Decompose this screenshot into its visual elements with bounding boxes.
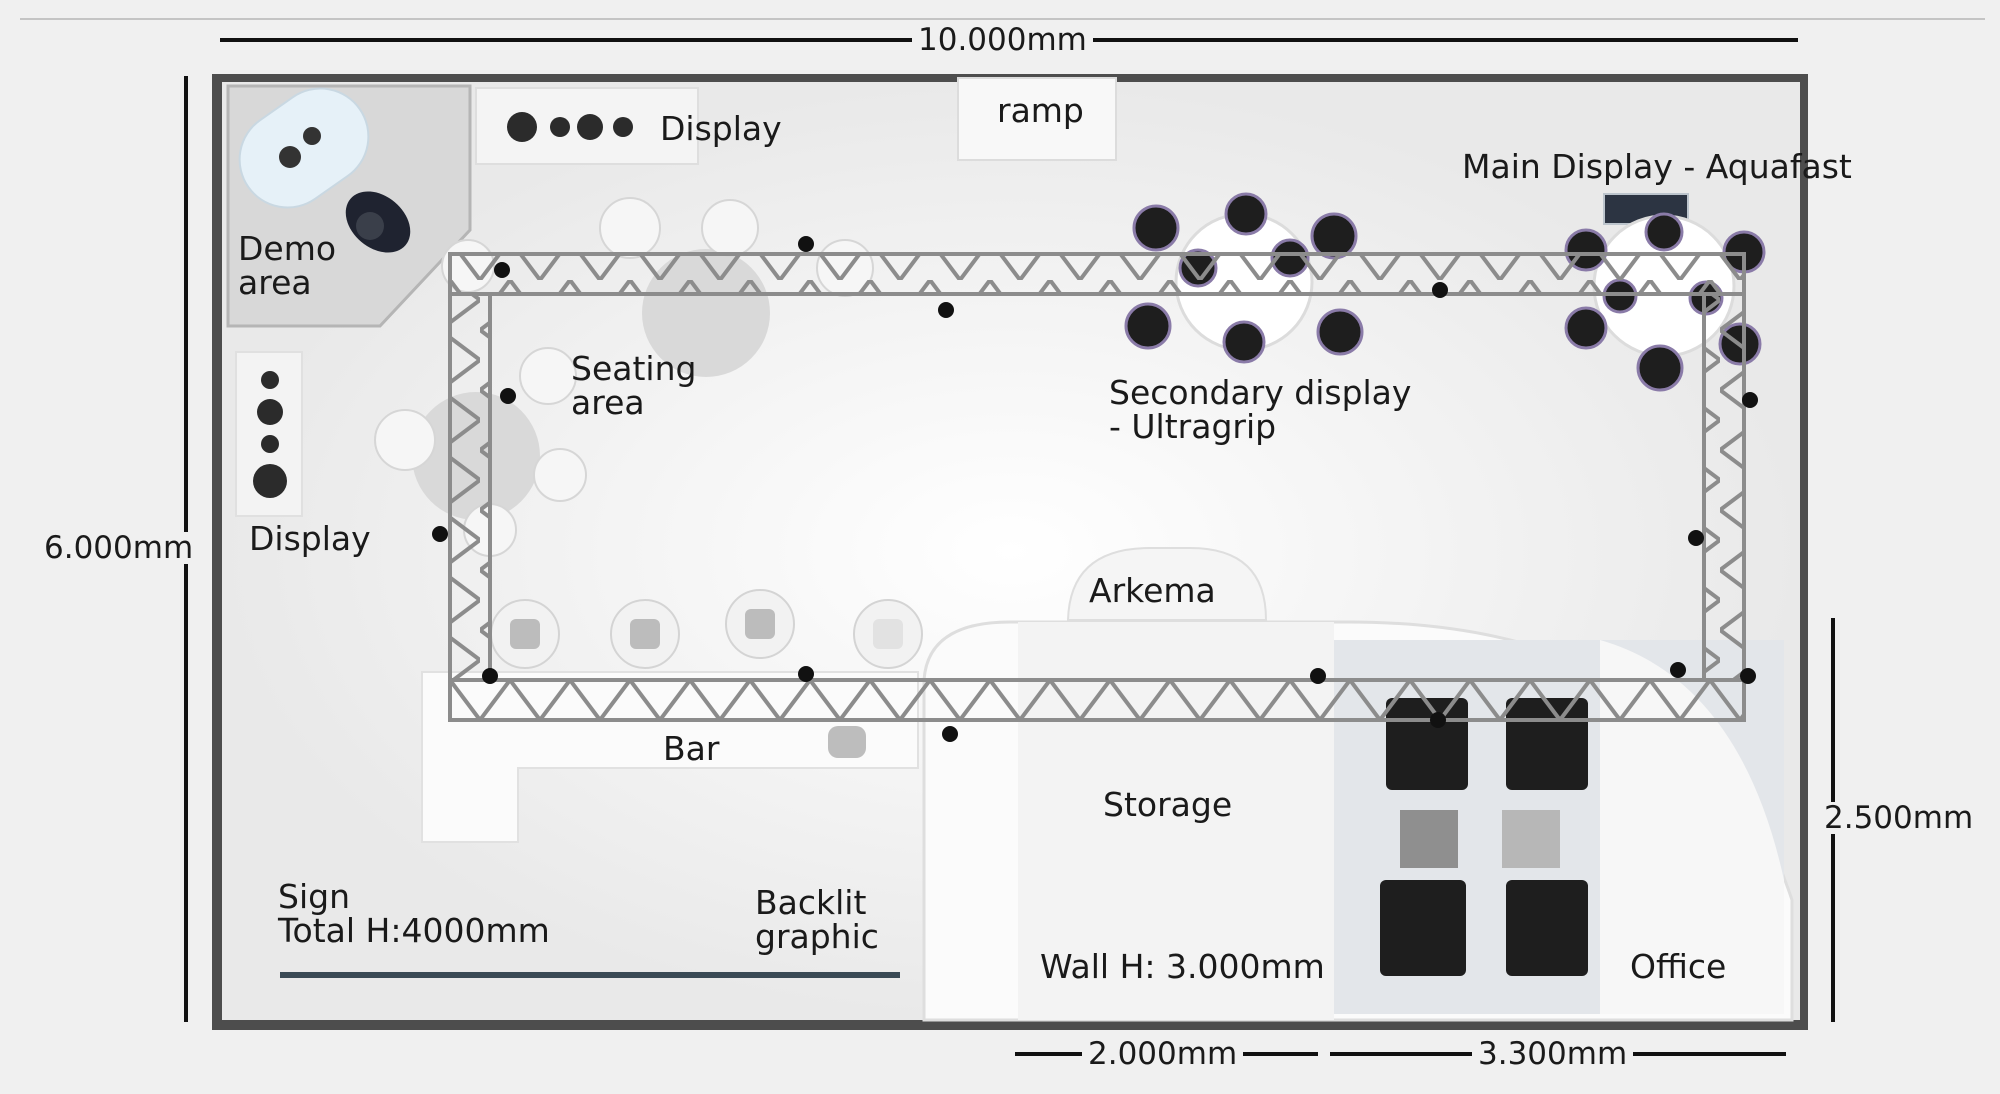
label-secondary-display: Secondary display - Ultragrip: [1109, 373, 1412, 446]
label-storage: Storage: [1103, 785, 1233, 824]
label-seating-area: Seating area: [571, 349, 697, 422]
dimension-storage-width: 2.000mm: [1082, 1038, 1244, 1070]
label-arkema: Arkema: [1089, 571, 1216, 610]
label-office: Office: [1630, 947, 1727, 986]
backlit-graphic-wall: [280, 972, 900, 978]
ramp-area: [957, 77, 1117, 161]
label-demo-area: Demo area: [238, 229, 337, 302]
left-display-tyres: [253, 371, 287, 498]
top-display-tyres: [507, 112, 633, 142]
label-main-display: Main Display - Aquafast: [1462, 147, 1852, 186]
spotlights: [432, 236, 1758, 742]
bar-sink: [828, 726, 866, 758]
office-curve: [1600, 640, 1784, 1014]
demo-tyre: [279, 146, 301, 168]
office-side-table: [1400, 810, 1458, 868]
dimension-width: 10.000mm: [912, 24, 1093, 56]
label-backlit-graphic: Backlit graphic: [755, 883, 879, 956]
demo-tyre: [303, 127, 321, 145]
label-bar: Bar: [663, 729, 720, 768]
demo-table: [238, 87, 370, 209]
truss-frame: [448, 252, 1746, 722]
demo-person-head: [356, 212, 384, 240]
dimension-right-section: 2.500mm: [1818, 802, 1980, 834]
dimension-office-width: 3.300mm: [1472, 1038, 1634, 1070]
bar-stools: [490, 589, 923, 669]
label-sign: Sign Total H:4000mm: [278, 877, 550, 950]
dimension-height: 6.000mm: [38, 532, 200, 564]
label-wall-height: Wall H: 3.000mm: [1040, 947, 1325, 986]
label-ramp: ramp: [997, 91, 1084, 130]
label-display-left: Display: [249, 519, 371, 558]
label-display-top: Display: [660, 109, 782, 148]
arkema-counter: [1066, 547, 1268, 621]
office-side-table: [1502, 810, 1560, 868]
